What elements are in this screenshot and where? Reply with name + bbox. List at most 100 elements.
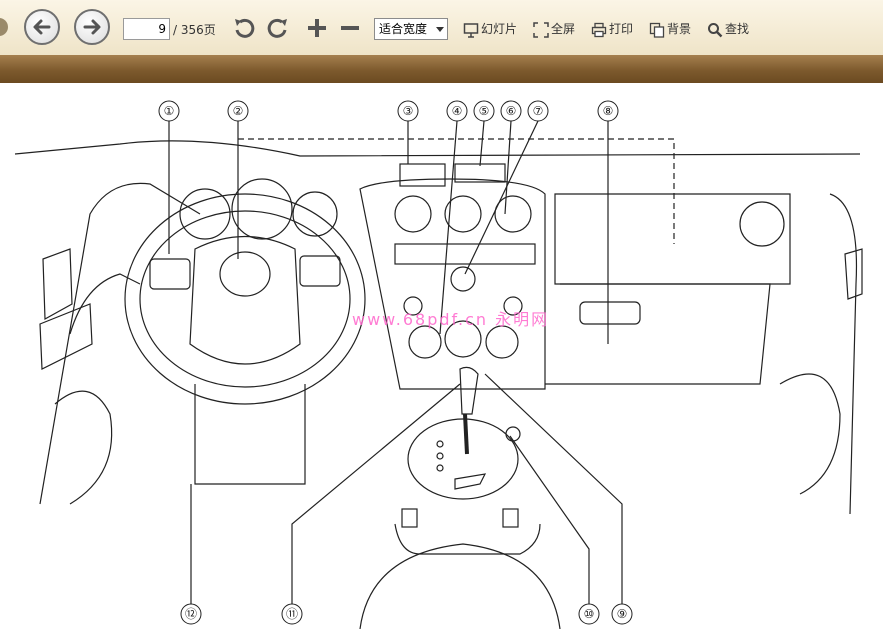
right-speaker [779,373,841,495]
callout-label-10: ⑩ [584,607,595,621]
leader-5 [479,120,485,167]
callout-4: ④ [446,100,468,122]
leader-11 [291,383,461,604]
background-icon [649,22,665,38]
dash-top-line [14,140,861,157]
info-display [399,163,446,187]
background-button[interactable]: 背景 [649,20,691,38]
seat-heater-right [502,508,519,528]
left-speaker [54,390,113,505]
callout-label-7: ⑦ [533,104,544,118]
steering-switch-left [149,258,191,290]
page-number-input[interactable]: 9 [123,18,170,40]
shift-console [407,418,519,500]
glovebox-handle [579,301,641,325]
minus-icon [341,26,359,30]
rotate-right-icon [267,18,287,38]
rotate-right-button[interactable] [266,16,290,40]
callout-label-12: ⑫ [185,607,197,621]
shift-lever [463,413,469,455]
back-button[interactable] [24,9,60,45]
slideshow-icon [463,22,479,38]
steering-wheel-inner [139,210,351,388]
fullscreen-icon [533,21,549,38]
console-tray [394,523,541,555]
callout-label-9: ⑨ [617,607,628,621]
passenger-vent [739,201,785,247]
printer-icon [591,22,607,37]
callout-5: ⑤ [473,100,495,122]
rotate-left-icon [235,18,255,38]
callout-11: ⑪ [281,603,303,625]
callout-label-4: ④ [452,104,463,118]
watermark-text: www.68pdf.cn 永明网 [352,310,550,329]
callout-7: ⑦ [527,100,549,122]
air-vent-2 [444,195,482,233]
page-total-label: / 356页 [173,23,216,37]
print-label: 打印 [609,22,634,36]
leader-7 [464,120,539,275]
print-button[interactable]: 打印 [591,20,633,38]
search-icon [708,22,723,37]
leader-4 [439,120,458,335]
find-button[interactable]: 查找 [707,20,749,38]
audio-panel [394,243,536,265]
left-knob [403,296,423,316]
arrow-right-icon [83,19,101,35]
forward-button[interactable] [74,9,110,45]
rotate-left-button[interactable] [232,16,256,40]
leader-10 [509,435,590,604]
fullscreen-button[interactable]: 全屏 [533,20,575,38]
partial-toolbar-button[interactable] [0,18,8,36]
zoom-mode-select[interactable]: 适合宽度 [374,18,448,40]
shift-knob [459,366,479,415]
toolbar-divider-strip [0,55,883,83]
gauge-left [179,188,231,240]
shift-indicator-3 [436,464,444,472]
leader-9 [484,373,623,604]
left-door-vent [42,248,73,321]
callout-label-6: ⑥ [506,104,517,118]
zoom-in-button[interactable] [305,16,329,40]
callout-8: ⑧ [597,100,619,122]
audio-knob [450,266,476,292]
zoom-mode-value: 适合宽度 [379,22,428,36]
climate-dial-left [408,325,442,359]
steering-hub [189,236,301,365]
gauge-center [231,178,293,240]
slideshow-button[interactable]: 幻灯片 [463,20,517,38]
horn-pad [219,251,271,297]
callout-label-11: ⑪ [286,607,298,621]
zoom-out-button[interactable] [338,16,362,40]
air-vent-1 [394,195,432,233]
callout-2: ② [227,100,249,122]
passenger-dash-panel [554,193,791,285]
callout-label-8: ⑧ [603,104,614,118]
shift-gate [454,473,487,490]
glovebox [545,283,771,385]
arrow-left-icon [33,19,51,35]
leader-6 [504,120,512,215]
air-vent-3 [494,195,532,233]
climate-dial-right [485,325,519,359]
callout-9: ⑨ [611,603,633,625]
shift-lock-button [505,426,521,442]
right-knob [503,296,523,316]
right-door-pillar [829,193,858,515]
seat-heater-left [401,508,418,528]
paddle-bracket-line [194,384,306,485]
dashed-reference-line [238,138,675,244]
steering-switch-right [299,255,341,287]
center-armrest [359,543,561,629]
left-door-handle-area [69,273,141,335]
left-window-switch [39,303,93,370]
fullscreen-label: 全屏 [551,22,576,36]
gauge-right [292,191,338,237]
callout-label-2: ② [233,104,244,118]
callout-label-3: ③ [403,104,414,118]
slideshow-label: 幻灯片 [481,22,518,36]
background-label: 背景 [667,22,692,36]
callout-label-5: ⑤ [479,104,490,118]
find-label: 查找 [725,22,750,36]
climate-dial-center [444,320,482,358]
